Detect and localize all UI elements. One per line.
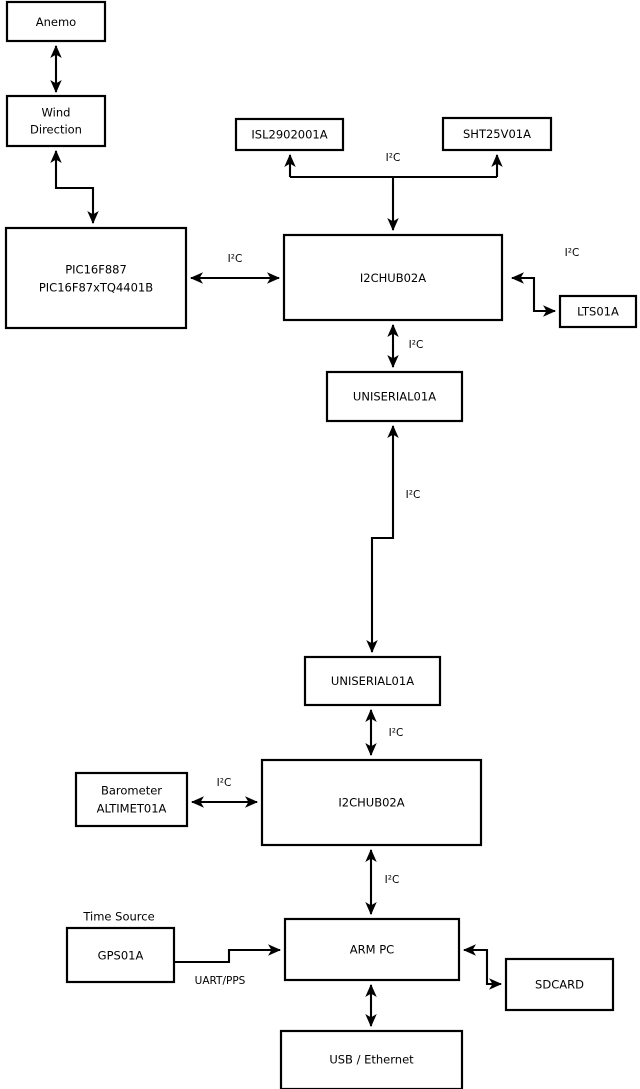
- node-uniserial01a-lower-box[interactable]: [303, 655, 442, 707]
- node-anemo-label: Anemo: [36, 15, 76, 29]
- node-sht25v01a-box[interactable]: [441, 116, 553, 152]
- node-i2chub02a-top[interactable]: I2CHUB02A: [282, 233, 504, 322]
- edge-label-uniserial-link: I²C: [406, 489, 421, 501]
- node-uniserial01a-lower-label: UNISERIAL01A: [331, 674, 414, 688]
- node-isl2902001a[interactable]: ISL2902001A: [234, 117, 345, 152]
- node-pic16f887-box[interactable]: [4, 226, 188, 330]
- node-uniserial01a-upper-label: UNISERIAL01A: [353, 390, 436, 404]
- label-time-source: Time Source: [82, 910, 154, 924]
- node-gps01a-box[interactable]: [65, 926, 176, 984]
- node-anemo-box[interactable]: [5, 0, 107, 43]
- edge-label-pic-i2chub: I²C: [228, 253, 243, 265]
- node-arm-pc[interactable]: ARM PC: [283, 917, 461, 982]
- node-gps01a-label: GPS01A: [98, 949, 144, 963]
- node-wind-direction-label-line2: Direction: [30, 123, 82, 137]
- node-sdcard[interactable]: SDCARD: [504, 957, 615, 1012]
- edge-label-i2chub-armpc: I²C: [385, 874, 400, 886]
- node-usb-ethernet-label: USB / Ethernet: [329, 1053, 414, 1067]
- edge-uniserial-lower-i2chub-bottom: I²C: [365, 708, 404, 757]
- node-lts01a-box[interactable]: [558, 294, 638, 329]
- edge-wind-direction-pic: [50, 149, 99, 225]
- edge-uniserial-upper-lower: I²C: [366, 424, 421, 654]
- node-sht25v01a[interactable]: SHT25V01A: [441, 116, 553, 152]
- edge-gps-armpc: UART/PPS: [174, 944, 282, 987]
- edge-armpc-sdcard: [462, 944, 503, 990]
- node-i2chub02a-bottom[interactable]: I2CHUB02A: [260, 758, 483, 847]
- edge-line: [462, 944, 503, 990]
- node-wind-direction[interactable]: Wind Direction: [5, 94, 107, 148]
- node-lts01a[interactable]: LTS01A: [558, 294, 638, 329]
- edge-pic-i2chub-top: I²C: [189, 253, 281, 284]
- node-barometer-altimet01a[interactable]: Barometer ALTIMET01A: [74, 771, 189, 828]
- node-sdcard-box[interactable]: [504, 957, 615, 1012]
- node-gps01a[interactable]: GPS01A: [65, 926, 176, 984]
- node-pic16f887-label-line1: PIC16F887: [65, 263, 127, 277]
- node-sht25v01a-label: SHT25V01A: [463, 127, 531, 141]
- edge-i2chub-top-uniserial-upper: I²C: [387, 323, 424, 369]
- edge-barometer-i2chub-bottom: I²C: [190, 777, 259, 808]
- edge-label-uniserial-lower: I²C: [389, 727, 404, 739]
- node-pic16f887-label-line2: PIC16F87xTQ4401B: [39, 281, 153, 295]
- node-wind-direction-label-line1: Wind: [42, 106, 71, 120]
- edge-line: [50, 149, 99, 225]
- node-anemo[interactable]: Anemo: [5, 0, 107, 43]
- edge-line: [510, 272, 557, 317]
- node-arm-pc-label: ARM PC: [350, 943, 394, 957]
- node-i2chub02a-bottom-box[interactable]: [260, 758, 483, 847]
- edge-i2chub-bottom-armpc: I²C: [365, 848, 400, 916]
- node-arm-pc-box[interactable]: [283, 917, 461, 982]
- node-barometer-box[interactable]: [74, 771, 189, 828]
- node-usb-ethernet[interactable]: USB / Ethernet: [279, 1029, 464, 1089]
- node-barometer-label-line1: Barometer: [101, 784, 162, 798]
- edge-i2chub-top-sensors: I²C: [284, 152, 503, 232]
- edge-line: [174, 944, 282, 964]
- edge-i2chub-top-lts: I²C: [510, 247, 580, 317]
- node-uniserial01a-lower[interactable]: UNISERIAL01A: [303, 655, 442, 707]
- node-i2chub02a-bottom-label: I2CHUB02A: [338, 796, 404, 810]
- edge-label-lts: I²C: [565, 247, 580, 259]
- node-uniserial01a-upper-box[interactable]: [325, 370, 464, 423]
- node-pic16f887[interactable]: PIC16F887 PIC16F87xTQ4401B: [4, 226, 188, 330]
- node-sdcard-label: SDCARD: [535, 978, 584, 992]
- node-isl2902001a-box[interactable]: [234, 117, 345, 152]
- edge-label-barometer: I²C: [217, 777, 232, 789]
- node-wind-direction-box[interactable]: [5, 94, 107, 148]
- edge-label-sensors-bus: I²C: [386, 152, 401, 164]
- node-i2chub02a-top-box[interactable]: [282, 233, 504, 322]
- node-uniserial01a-upper[interactable]: UNISERIAL01A: [325, 370, 464, 423]
- node-barometer-label-line2: ALTIMET01A: [97, 802, 167, 816]
- edge-label-uniserial-upper: I²C: [409, 339, 424, 351]
- edge-line: [366, 424, 399, 654]
- edge-label-gps-armpc: UART/PPS: [195, 975, 246, 987]
- node-lts01a-label: LTS01A: [577, 305, 619, 319]
- node-i2chub02a-top-label: I2CHUB02A: [360, 271, 426, 285]
- node-usb-ethernet-box[interactable]: [279, 1029, 464, 1089]
- node-isl2902001a-label: ISL2902001A: [251, 128, 327, 142]
